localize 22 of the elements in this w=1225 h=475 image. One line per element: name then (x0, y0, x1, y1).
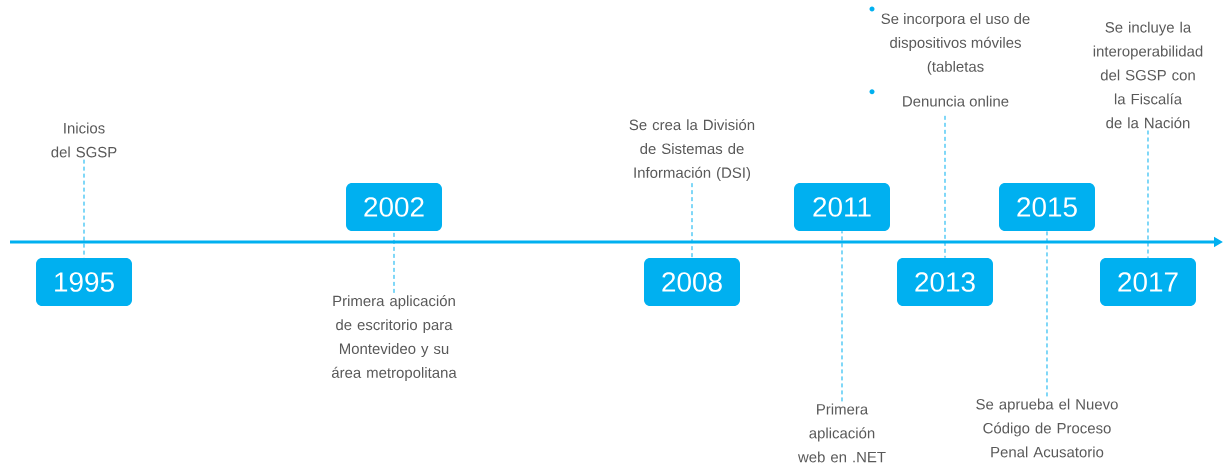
year-box: 2013 (897, 258, 993, 306)
year-box: 1995 (36, 258, 132, 306)
leader-line (691, 182, 693, 259)
bullet-list: Se incorpora el uso de dispositivos móviles (tabletas Denuncia online (869, 6, 1030, 107)
leader-line (841, 230, 843, 402)
event-text: Primera aplicación de escritorio para Montevideo y su área metropolitana (331, 295, 457, 381)
year-box: 2002 (346, 183, 442, 231)
year-box: 2008 (644, 258, 740, 306)
leader-line (944, 115, 946, 259)
leader-line (1147, 130, 1149, 259)
event-text: Se aprueba el Nuevo Código de Proceso Penal Acusatorio (976, 398, 1118, 458)
event-text: Inicios del SGSP (51, 122, 117, 158)
node-label: Se incorpora el uso de dispositivos móviles (tabletas (881, 13, 1030, 75)
leader-line (1046, 230, 1048, 397)
year-box: 2015 (999, 183, 1095, 231)
event-text: Se incluye la interoperabilidad del SGSP con la Fiscalía de la Nación (1093, 21, 1203, 129)
year-box: 2017 (1100, 258, 1196, 306)
leader-line (393, 230, 395, 294)
event-text: Se crea la División de Sistemas de Información (DSI) (629, 119, 755, 181)
node-label: Denuncia online (903, 95, 1009, 107)
event-text: Primera aplicación web en .NET (797, 403, 886, 463)
year-box: 2011 (794, 183, 890, 231)
